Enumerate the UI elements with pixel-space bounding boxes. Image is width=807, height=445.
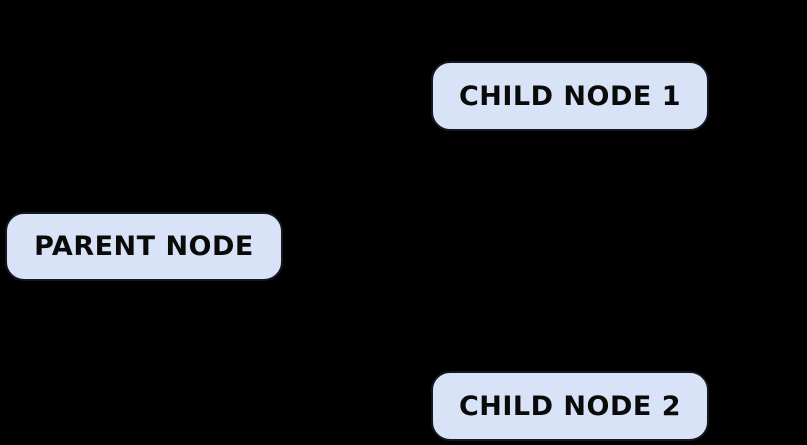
node-child-2: CHILD NODE 2 — [431, 371, 709, 441]
node-child-2-label: CHILD NODE 2 — [458, 390, 682, 422]
node-parent-label: PARENT NODE — [34, 231, 254, 262]
node-parent: PARENT NODE — [5, 212, 283, 281]
node-child-1: CHILD NODE 1 — [431, 61, 709, 131]
node-child-1-label: CHILD NODE 1 — [458, 80, 682, 112]
